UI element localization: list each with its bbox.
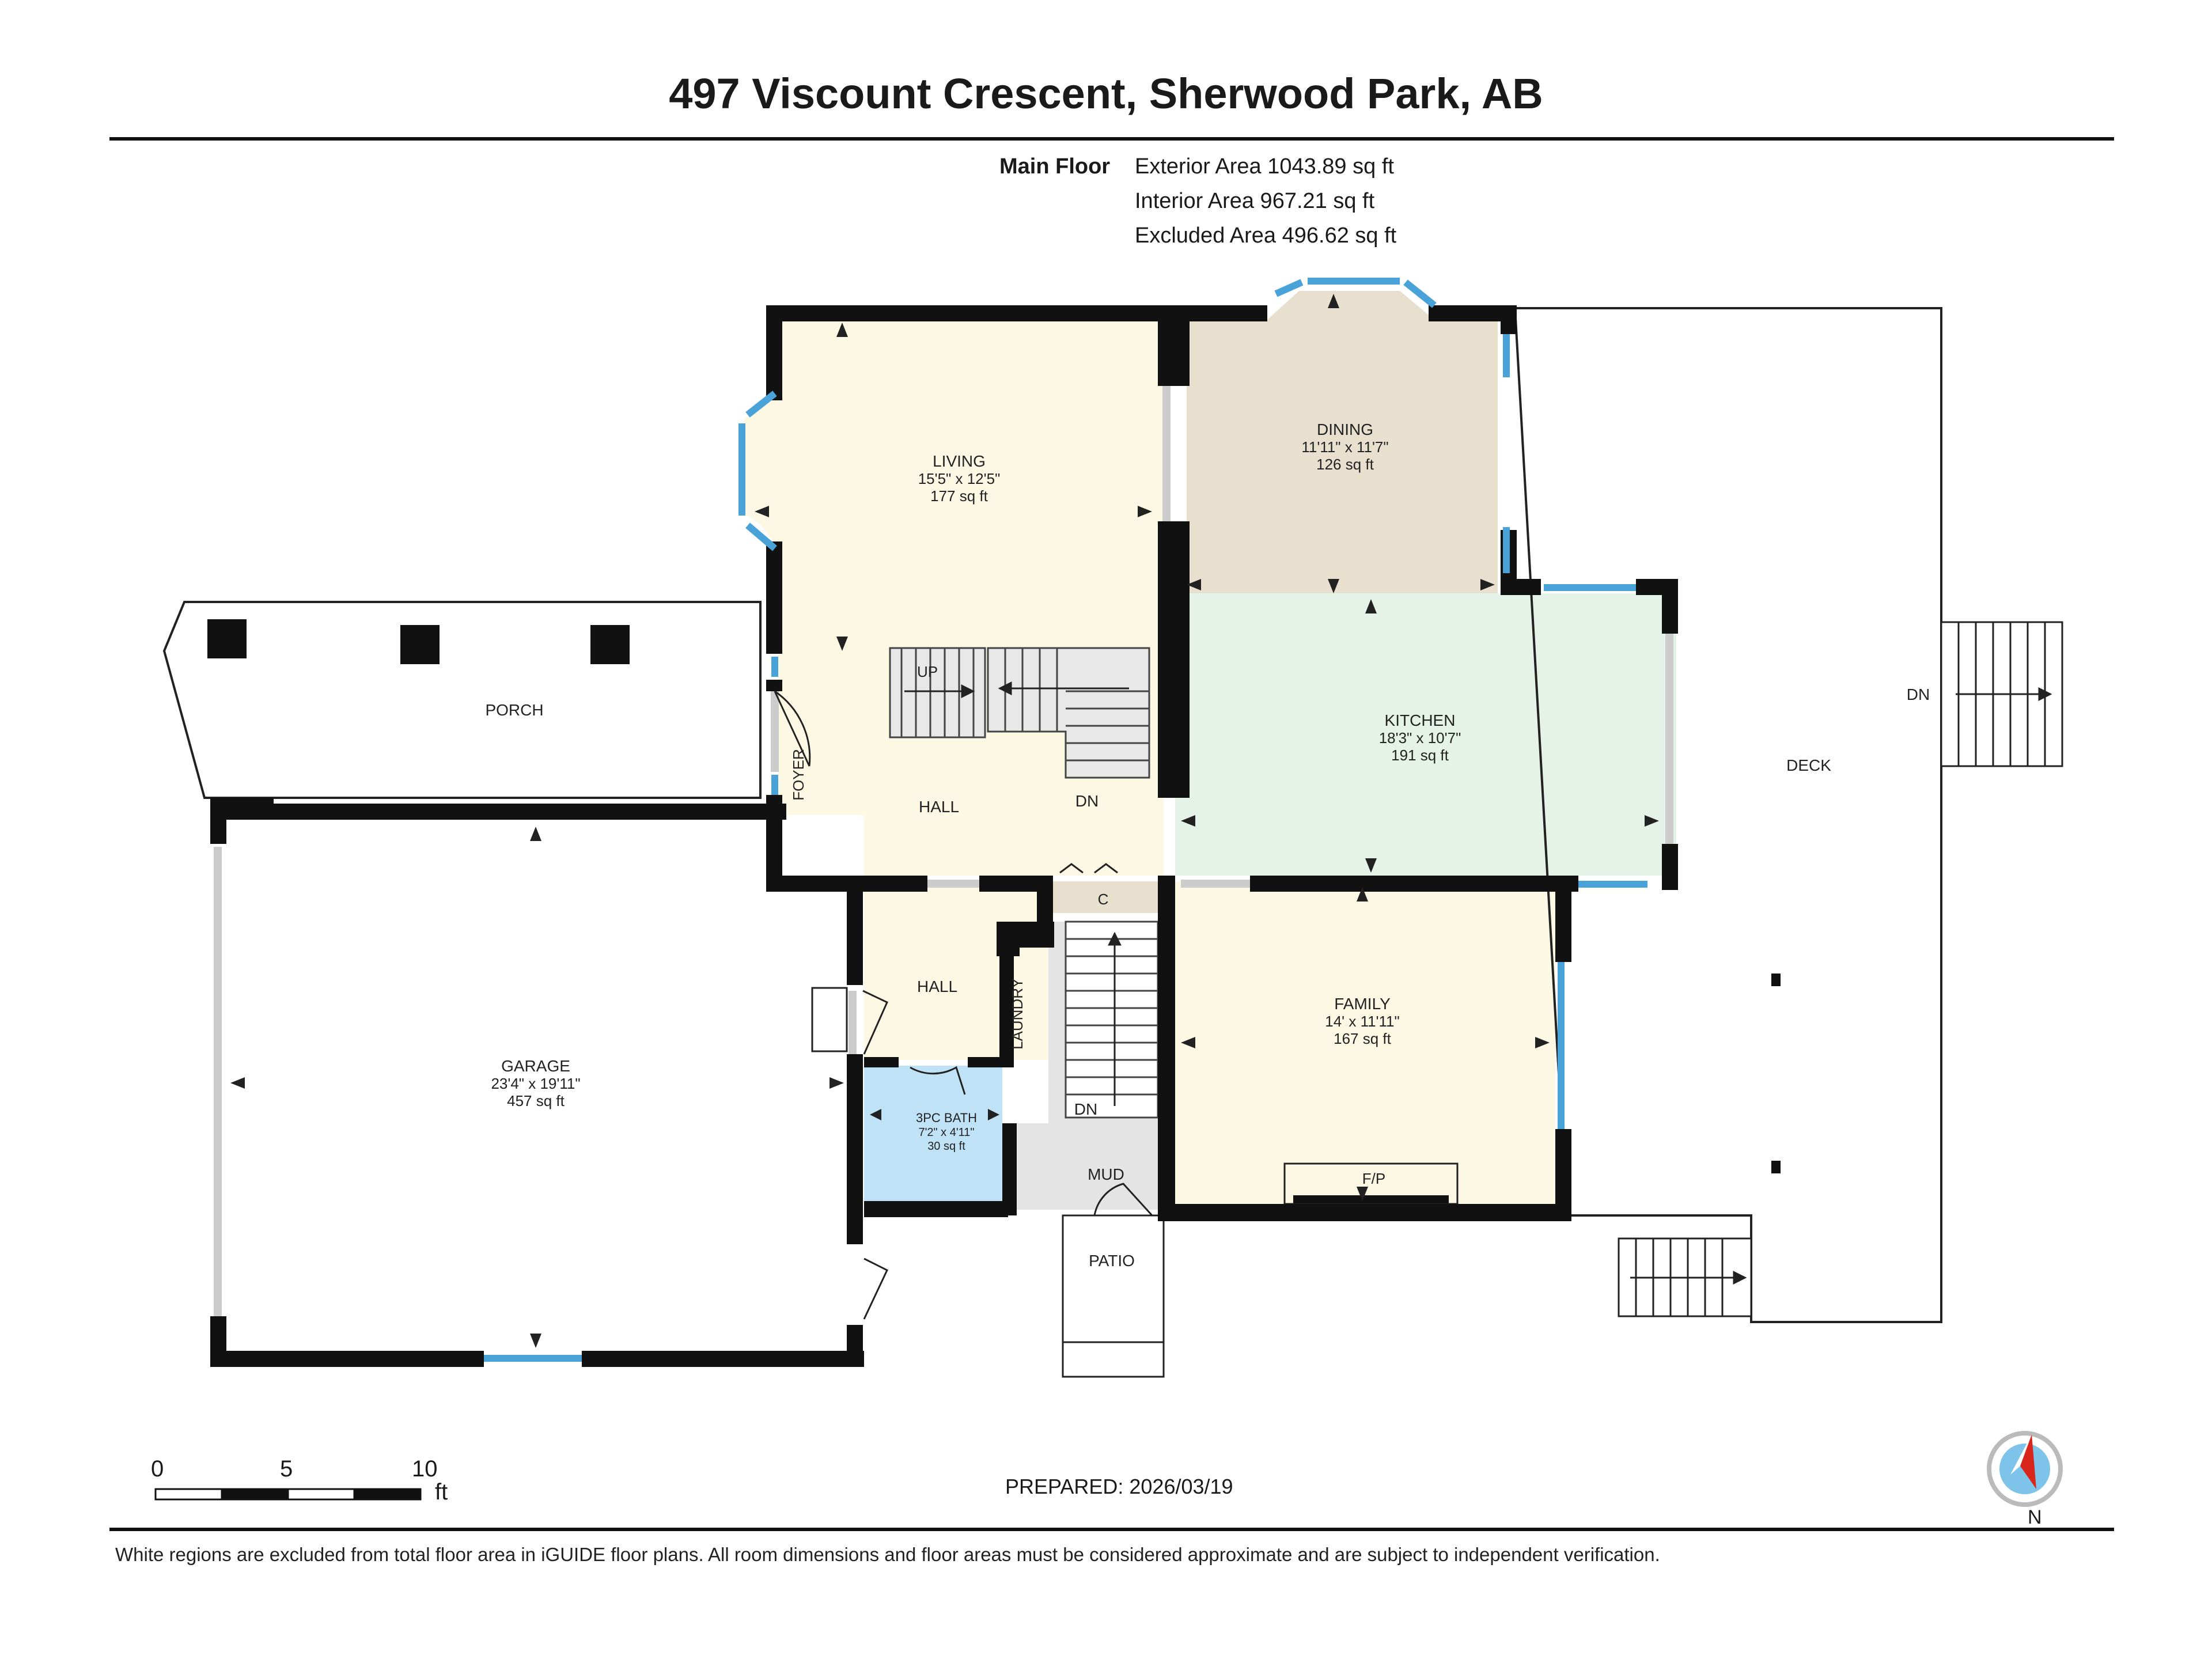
deck-label: DECK <box>1786 756 1831 774</box>
hall-main-label: HALL <box>919 798 959 816</box>
garage-name: GARAGE <box>501 1057 570 1075</box>
porch-outline <box>162 601 762 799</box>
dimension-arrows <box>230 294 1659 1348</box>
garage-label: GARAGE 23'4" x 19'11" 457 sq ft <box>491 1057 580 1109</box>
mud-stair-dn-label: DN <box>1074 1100 1097 1118</box>
porch-post-3 <box>590 625 630 664</box>
bath-area: 30 sq ft <box>927 1140 965 1153</box>
bath-name: 3PC BATH <box>916 1111 977 1125</box>
garage-dims: 23'4" x 19'11" <box>491 1075 580 1092</box>
patio-outline <box>1062 1214 1165 1378</box>
porch-label: PORCH <box>485 701 543 719</box>
compass-north-label: N <box>2028 1506 2042 1528</box>
closet-fill <box>1048 881 1158 913</box>
prepared-date: PREPARED: 2026/03/19 <box>1005 1475 1233 1498</box>
openings <box>214 386 1673 1316</box>
bath-fill <box>864 1066 1002 1204</box>
dining-label: DINING 11'11" x 11'7" 126 sq ft <box>1301 421 1388 473</box>
living-label: LIVING 15'5" x 12'5" 177 sq ft <box>918 452 1001 505</box>
footer-rule <box>109 1528 2114 1531</box>
interior-area: Interior Area 967.21 sq ft <box>1135 189 1375 213</box>
scale-label-0: 0 <box>151 1456 164 1482</box>
living-name: LIVING <box>933 452 986 470</box>
porch-post-2 <box>400 625 440 664</box>
living-area: 177 sq ft <box>930 487 988 505</box>
family-area: 167 sq ft <box>1334 1030 1392 1047</box>
floor-label: Main Floor <box>999 154 1111 179</box>
deck-stair-south <box>1618 1237 1752 1317</box>
dining-name: DINING <box>1317 421 1373 438</box>
hall-lower-label: HALL <box>917 978 957 995</box>
family-dims: 14' x 11'11" <box>1325 1013 1400 1030</box>
windows <box>484 278 1647 1362</box>
scale-label-5: 5 <box>280 1456 293 1482</box>
plan-title: 497 Viscount Crescent, Sherwood Park, AB <box>669 70 1543 118</box>
lower-hall-fill <box>864 881 1048 1060</box>
title-rule <box>109 137 2114 141</box>
scale-bar <box>154 1488 422 1501</box>
dining-dims: 11'11" x 11'7" <box>1301 438 1388 456</box>
dining-fill <box>1187 291 1498 593</box>
deck-stair-east <box>1940 621 2063 767</box>
compass-icon <box>1987 1431 2063 1507</box>
stair-dn-label: DN <box>1075 792 1099 810</box>
kitchen-name: KITCHEN <box>1385 711 1456 729</box>
kitchen-area: 191 sq ft <box>1391 747 1449 764</box>
exterior-area: Exterior Area 1043.89 sq ft <box>1135 154 1394 179</box>
garage-fill <box>213 815 864 1357</box>
doors <box>774 690 1153 1320</box>
family-name: FAMILY <box>1334 995 1391 1013</box>
foyer-label: FOYER <box>790 749 807 801</box>
closet-label: C <box>1098 891 1109 908</box>
walls <box>210 305 1678 1367</box>
living-fill <box>743 320 1164 876</box>
dining-area: 126 sq ft <box>1316 456 1374 473</box>
patio-label: PATIO <box>1089 1252 1135 1270</box>
porch-post-1 <box>207 619 247 658</box>
deck-post-2 <box>1771 1161 1781 1173</box>
fireplace-hearth <box>1293 1195 1449 1203</box>
mud-label: MUD <box>1088 1165 1124 1183</box>
bath-label: 3PC BATH 7'2" x 4'11" 30 sq ft <box>916 1111 977 1153</box>
kitchen-fill <box>1175 593 1676 876</box>
garage-area: 457 sq ft <box>507 1092 565 1109</box>
mud-staircase <box>1065 921 1159 1119</box>
stair-up-label: UP <box>917 663 938 680</box>
bath-dims: 7'2" x 4'11" <box>918 1126 974 1139</box>
disclaimer: White regions are excluded from total fl… <box>115 1544 1660 1565</box>
kitchen-dims: 18'3" x 10'7" <box>1379 729 1461 747</box>
family-fill <box>1175 881 1555 1210</box>
kitchen-label: KITCHEN 18'3" x 10'7" 191 sq ft <box>1379 711 1461 764</box>
family-label: FAMILY 14' x 11'11" 167 sq ft <box>1325 995 1400 1047</box>
scale-unit: ft <box>435 1479 448 1505</box>
living-dims: 15'5" x 12'5" <box>918 470 1001 487</box>
deck-post-1 <box>1771 974 1781 986</box>
fireplace-label: F/P <box>1362 1170 1385 1187</box>
main-staircase <box>889 647 1150 779</box>
excluded-area: Excluded Area 496.62 sq ft <box>1135 224 1397 248</box>
deck-dn-label: DN <box>1907 685 1930 703</box>
scale-label-10: 10 <box>412 1456 438 1482</box>
laundry-label: LAUNDRY <box>1009 978 1026 1050</box>
